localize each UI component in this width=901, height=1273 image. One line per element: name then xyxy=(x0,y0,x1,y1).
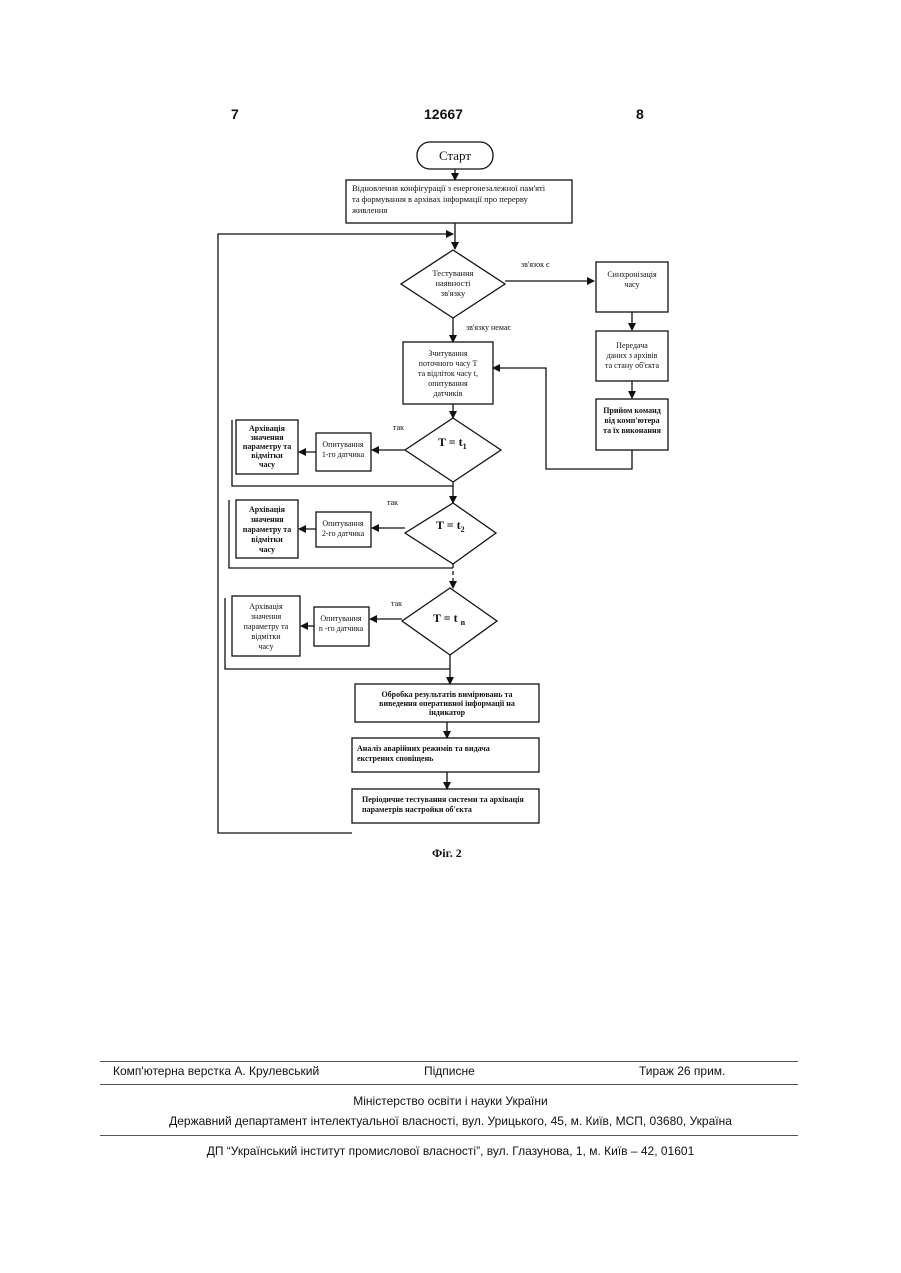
institute-line: ДП “Український інститут промислової вла… xyxy=(0,1144,901,1158)
transfer-line-3: та стану об'єкта xyxy=(605,361,659,370)
periodic-line-2: параметрів настройки об'єкта xyxy=(362,805,472,814)
restore-line-2: та формування в архівах інформації про п… xyxy=(352,194,529,204)
archive-1-line-5: часу xyxy=(259,460,275,469)
condition-t1-label: T = t1 xyxy=(438,435,467,451)
poll-2-line-1: Опитування xyxy=(322,519,364,528)
start-label: Старт xyxy=(439,148,471,163)
typeset-by: Комп'ютерна верстка А. Крулевський xyxy=(113,1064,319,1078)
transfer-line-2: даних з архівів xyxy=(607,351,658,360)
restore-line-1: Відновлення конфігурації з енергонезалеж… xyxy=(352,183,546,193)
footer-rule-3 xyxy=(100,1135,798,1136)
poll-1-line-1: Опитування xyxy=(322,440,364,449)
read-time-line-2: поточного часу T xyxy=(419,359,478,368)
footer-rule-1 xyxy=(100,1061,798,1062)
link-yes-label: зв'язок є xyxy=(521,260,550,269)
circulation-label: Тираж 26 прим. xyxy=(639,1064,725,1078)
ministry-line: Міністерство освіти і науки України xyxy=(0,1094,901,1108)
sync-line-1: Синхронізація xyxy=(607,270,657,279)
read-time-line-3: та відліток часу t, xyxy=(418,369,478,378)
alarm-line-2: екстрених сповіщень xyxy=(357,754,434,763)
archive-1-line-4: відмітки xyxy=(251,451,283,460)
archive-1-line-2: значення xyxy=(250,433,284,442)
poll-n-line-1: Опитування xyxy=(320,614,362,623)
condition-t2-decision xyxy=(405,503,496,564)
footer-rule-2 xyxy=(100,1084,798,1085)
test-link-line-1: Тестування xyxy=(432,268,473,278)
archive-1-line-1: Архівація xyxy=(249,424,286,433)
alarm-line-1: Аналіз аварійних режимів та видача xyxy=(357,744,490,753)
process-line-1: Обробка результатів вимірювань та xyxy=(381,690,512,699)
figure-caption: Фіг. 2 xyxy=(432,846,462,861)
archive-1-line-3: параметру та xyxy=(243,442,291,451)
periodic-line-1: Періодичне тестування системи та архівац… xyxy=(362,795,524,804)
test-link-line-2: наявності xyxy=(435,278,471,288)
archive-n-line-4: відмітки xyxy=(251,632,281,641)
poll-2-line-2: 2-го датчика xyxy=(322,529,365,538)
read-time-line-5: датчиків xyxy=(433,389,462,398)
receive-line-3: та їх виконання xyxy=(603,426,662,435)
process-line-2: виведення оперативної інформації на xyxy=(379,699,515,708)
so-label-n: так xyxy=(391,599,402,608)
link-no-label: зв'язку немає xyxy=(466,323,511,332)
sync-line-2: часу xyxy=(624,280,639,289)
poll-n-line-2: n -го датчика xyxy=(319,624,364,633)
process-line-3: індикатор xyxy=(429,708,466,717)
archive-2-line-4: відмітки xyxy=(251,535,283,544)
archive-2-line-2: значення xyxy=(250,515,284,524)
read-time-line-4: опитування xyxy=(428,379,468,388)
transfer-line-1: Передача xyxy=(616,341,648,350)
archive-n-line-1: Архівація xyxy=(249,602,283,611)
archive-2-line-1: Архівація xyxy=(249,505,286,514)
restore-line-3: живлення xyxy=(351,205,387,215)
archive-2-line-3: параметру та xyxy=(243,525,291,534)
test-link-line-3: зв'язку xyxy=(441,288,466,298)
archive-n-line-5: часу xyxy=(258,642,273,651)
so-label-1: так xyxy=(393,423,404,432)
signed-label: Підписне xyxy=(424,1064,475,1078)
read-time-line-1: Зчитування xyxy=(428,349,467,358)
so-label-2: так xyxy=(387,498,398,507)
poll-1-line-2: 1-го датчика xyxy=(322,450,365,459)
archive-n-line-2: значення xyxy=(251,612,282,621)
condition-t1-decision xyxy=(405,418,501,482)
receive-line-2: від комп'ютера xyxy=(604,416,659,425)
condition-t2-label: T = t2 xyxy=(436,518,465,534)
archive-n-line-3: параметру та xyxy=(244,622,289,631)
receive-line-1: Прийом команд xyxy=(603,406,661,415)
archive-2-line-5: часу xyxy=(259,545,275,554)
department-line: Державний департамент інтелектуальної вл… xyxy=(0,1114,901,1128)
